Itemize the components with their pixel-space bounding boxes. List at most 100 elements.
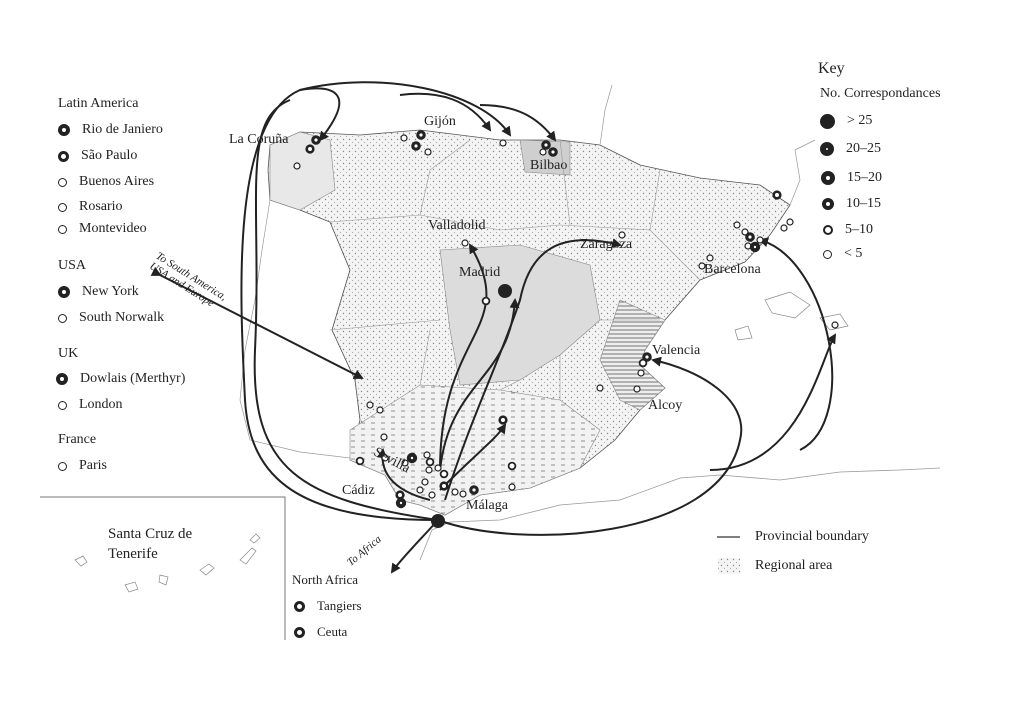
- inset-title-1: Santa Cruz de: [108, 526, 193, 542]
- dest-montevideo: Montevideo: [58, 221, 147, 237]
- city-marker: [638, 358, 648, 368]
- city-marker: [406, 452, 418, 464]
- flow-arrows: [150, 81, 837, 574]
- city-marker: [376, 406, 384, 414]
- provincial-boundaries: [329, 139, 701, 400]
- latin-america-heading: Latin America: [58, 96, 139, 111]
- region-andalusia: [349, 384, 601, 516]
- key-title: Key: [818, 60, 845, 77]
- region-valencia: [599, 299, 666, 411]
- city-alcoy: Alcoy: [648, 398, 683, 413]
- key-class-2: 20–25: [820, 141, 881, 157]
- city-valencia: Valencia: [652, 343, 701, 358]
- marker-icon: [822, 198, 834, 210]
- city-marker: [459, 490, 467, 498]
- city-marker: [423, 451, 431, 459]
- city-marker: [380, 433, 388, 441]
- boundary-label: Provincial boundary: [755, 529, 869, 544]
- uk-heading: UK: [58, 346, 79, 361]
- city-marker: [439, 481, 449, 491]
- city-markers: [293, 130, 839, 528]
- dest-new-york: New York: [58, 284, 139, 300]
- city-marker: [741, 228, 749, 236]
- city-marker: [416, 130, 426, 140]
- dest-ceuta: Ceuta: [294, 624, 347, 640]
- city-marker: [749, 241, 761, 253]
- city-zaragoza: Zaragoza: [580, 237, 633, 252]
- city-marker: [786, 218, 794, 226]
- city-marker: [400, 134, 408, 142]
- region-label: Regional area: [755, 558, 833, 573]
- dest-buenos-aires: Buenos Aires: [58, 174, 154, 190]
- city-marker: [706, 254, 714, 262]
- canary-islands: [74, 533, 261, 593]
- city-marker: [745, 232, 755, 242]
- usa-heading: USA: [58, 258, 87, 273]
- key-class-4: 10–15: [822, 196, 881, 212]
- marker-icon: [58, 313, 67, 323]
- city-marker: [499, 139, 507, 147]
- city-marker: [698, 262, 706, 270]
- city-madrid: Madrid: [459, 265, 501, 280]
- city-valladolid: Valladolid: [428, 218, 486, 233]
- city-marker: [733, 221, 741, 229]
- city-marker: [461, 239, 469, 247]
- key-class-3: 15–20: [821, 170, 882, 186]
- city-marker: [498, 415, 508, 425]
- dest-london: London: [58, 397, 123, 413]
- city-marker: [434, 464, 442, 472]
- marker-icon: [58, 224, 67, 234]
- marker-icon: [58, 124, 70, 136]
- city-marker: [596, 384, 604, 392]
- city-marker: [469, 485, 479, 495]
- city-marker: [421, 478, 429, 486]
- marker-icon: [821, 171, 835, 185]
- balearic-islands: [734, 291, 849, 341]
- marker-icon: [58, 177, 67, 187]
- marker-icon: [820, 142, 834, 156]
- city-marker: [401, 459, 409, 467]
- france-heading: France: [58, 432, 97, 447]
- dest-sao-paulo: São Paulo: [58, 148, 137, 164]
- city-marker: [381, 454, 389, 462]
- marker-icon: [294, 600, 305, 612]
- city-marker: [548, 147, 558, 157]
- city-marker: [637, 369, 645, 377]
- dest-rosario: Rosario: [58, 199, 123, 215]
- key-class-6: < 5: [823, 246, 862, 262]
- city-marker: [439, 469, 449, 479]
- city-marker: [498, 284, 512, 298]
- inset-frame: [40, 496, 286, 640]
- marker-icon: [294, 626, 305, 638]
- marker-icon: [58, 150, 69, 162]
- city-marker: [508, 483, 516, 491]
- city-marker: [355, 456, 365, 466]
- city-marker: [395, 497, 407, 509]
- marker-icon: [56, 373, 68, 385]
- city-marker: [425, 457, 435, 467]
- city-marker: [756, 236, 764, 244]
- city-marker: [541, 140, 551, 150]
- city-marker: [451, 488, 459, 496]
- city-malaga: Málaga: [466, 498, 508, 513]
- city-marker: [772, 190, 782, 200]
- marker-icon: [58, 286, 70, 298]
- city-marker: [411, 141, 421, 151]
- city-marker: [780, 224, 788, 232]
- city-marker: [428, 491, 436, 499]
- key-subtitle: No. Correspondances: [820, 86, 941, 101]
- dest-south-norwalk: South Norwalk: [58, 310, 164, 326]
- city-marker: [507, 461, 517, 471]
- dest-paris: Paris: [58, 458, 107, 474]
- marker-icon: [823, 225, 833, 235]
- key-class-5: 5–10: [823, 222, 873, 238]
- city-barcelona: Barcelona: [704, 262, 761, 277]
- city-marker: [431, 514, 445, 528]
- key-class-1: > 25: [820, 113, 872, 129]
- city-marker: [424, 148, 432, 156]
- dest-rio: Rio de Janiero: [58, 122, 163, 138]
- dest-dowlais: Dowlais (Merthyr): [56, 371, 185, 387]
- region-swatch: [718, 558, 740, 574]
- city-marker: [539, 148, 547, 156]
